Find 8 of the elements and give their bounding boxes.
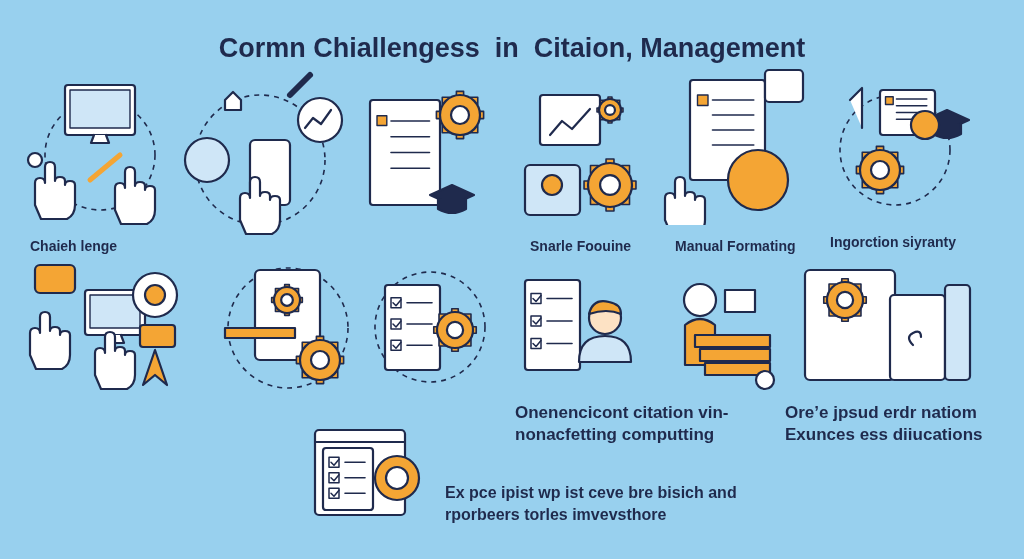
- description-text: Onenencicont citation vin- nonacfetting computting: [515, 402, 730, 446]
- icon-caption: Chaieh lenge: [30, 237, 119, 256]
- icon-caption: Snarle Foouine: [530, 237, 633, 256]
- title: Cormn Chiallengess in Citaion, Management: [217, 32, 807, 65]
- icon-caption: Manual Formating: [675, 237, 797, 256]
- description-text: Ex pce ipist wp ist ceve bre bisich and rporbeers torles imvevsthore: [445, 483, 738, 525]
- icon-caption: Ingorction siyranty: [830, 233, 958, 252]
- description-text: Ore’e jpsud erdr natiom Exunces ess diiucations: [785, 402, 984, 446]
